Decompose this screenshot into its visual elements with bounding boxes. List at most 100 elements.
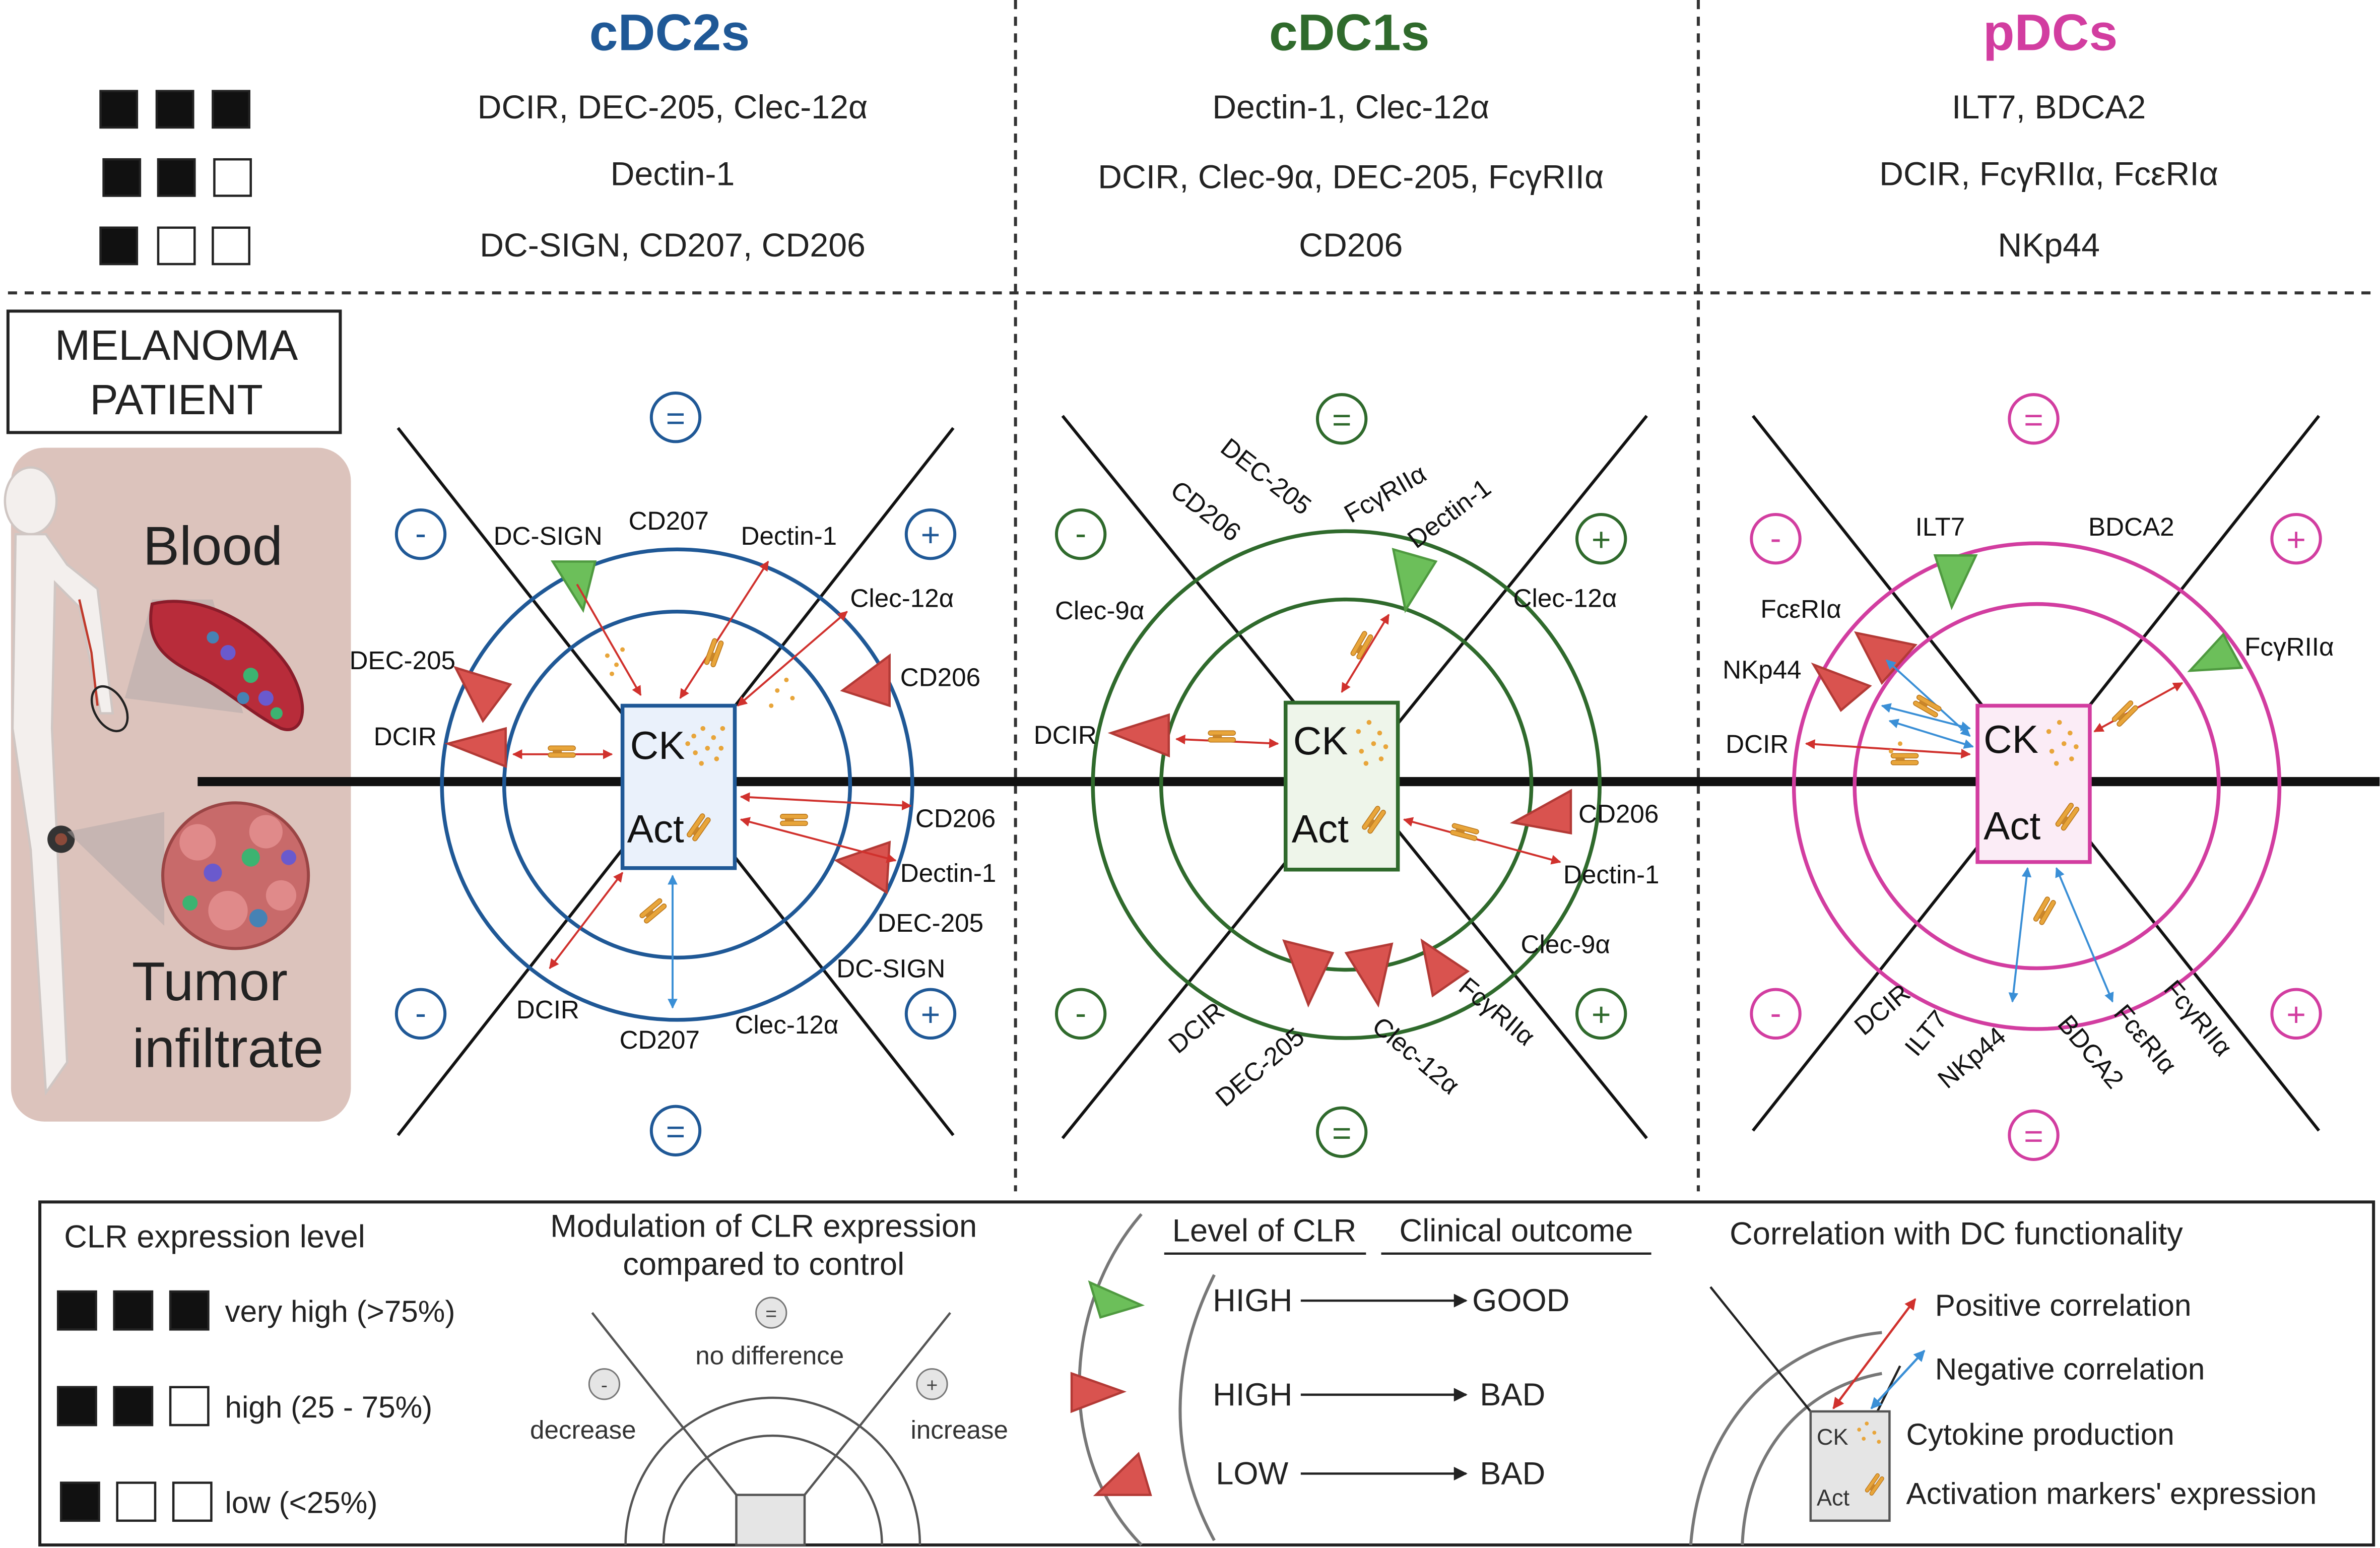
cdc2-minus-top: - (415, 515, 426, 552)
cdc1-high-list: DCIR, Clec-9α, DEC-205, FcγRIIα (1098, 158, 1604, 196)
cdc1-minus-top: - (1075, 515, 1086, 552)
legend-modulation-line1: Modulation of CLR expression (550, 1209, 977, 1244)
pdc-clinical-outcome-triangles (1811, 554, 2243, 712)
pdc-eq-bottom: = (2024, 1118, 2043, 1155)
cdc1-clec12a-right: Clec-12α (1513, 584, 1617, 613)
section-dividers (8, 0, 2372, 1192)
cdc1-quadrant-symbols (1054, 393, 1627, 1158)
cdc2-eq-top: = (666, 400, 686, 437)
cdc1-dec205-tumor: DEC-205 (1210, 1022, 1310, 1112)
legend-minus-symbol: - (601, 1375, 608, 1396)
human-body-icon (4, 466, 114, 1096)
legend-box (38, 1200, 2375, 1546)
pdc-plus-bottom: + (2286, 996, 2306, 1034)
tumor-icon (161, 801, 310, 950)
cdc1-cd206-right: CD206 (1578, 799, 1659, 828)
cdc1-fcgr-tumor: FcγRIIα (1453, 972, 1541, 1051)
pdc-low-list: NKp44 (1998, 227, 2100, 264)
pdc-quadrant-symbols (1750, 393, 2322, 1161)
cdc2-dectin1-tumor: Dectin-1 (900, 859, 997, 887)
cdc1-clec9a-left: Clec-9α (1055, 596, 1145, 625)
cdc2-minus-bottom: - (415, 995, 426, 1032)
legend-level-header: Level of CLR (1172, 1213, 1357, 1249)
legend-row2-outcome: BAD (1480, 1377, 1545, 1412)
legend-outcome-arrows (1300, 1294, 1468, 1480)
cdc2-dcir-tumor: DCIR (516, 995, 579, 1024)
pdc-nkp44-left: NKp44 (1723, 655, 1802, 684)
cdc1-cd206-top: CD206 (1165, 475, 1246, 547)
legend-decrease: decrease (530, 1415, 636, 1444)
cdc2-clec12a-top: Clec-12α (850, 584, 954, 613)
cdc1-inner-ring (1159, 597, 1534, 972)
pdc-outer-ring (1792, 541, 2282, 1031)
blood-sample-marker (90, 685, 129, 733)
cdc1-center-box (1283, 700, 1400, 872)
legend-increase: increase (910, 1415, 1008, 1444)
melanoma-patient-box (6, 309, 342, 434)
cdc2-high-list: Dectin-1 (611, 155, 735, 192)
blood-label: Blood (143, 515, 283, 576)
cdc1-clec12a-tumor: Clec-12α (1367, 1011, 1465, 1100)
legend-outcome-header: Clinical outcome (1400, 1213, 1633, 1249)
legend-no-difference: no difference (695, 1341, 844, 1370)
pdc-cytokine-dots (2046, 720, 2079, 766)
cdc2-low-list: DC-SIGN, CD207, CD206 (480, 227, 866, 264)
legend-row1-level: HIGH (1213, 1283, 1292, 1318)
cdc1-cytokine-dots (1356, 720, 1389, 766)
cdc1-ck-label: CK (1293, 719, 1348, 763)
pdc-correlation-arrows (1805, 659, 2184, 1003)
cdc2-dc-sign-tumor: DC-SIGN (836, 954, 945, 983)
cdc1-dcir-left: DCIR (1034, 721, 1097, 749)
cdc2-dec205-tumor: DEC-205 (878, 909, 984, 937)
pdc-plus-top: + (2286, 521, 2306, 558)
cdc2-eq-bottom: = (666, 1113, 686, 1150)
legend-outcome-triangles (1070, 1280, 1152, 1496)
legend-cytokine: Cytokine production (1906, 1417, 2174, 1451)
pdc-very-high-list: ILT7, BDCA2 (1952, 89, 2146, 126)
cdc2-clec12a-tumor: Clec-12α (735, 1010, 838, 1039)
cdc2-act-label: Act (627, 807, 684, 851)
cdc1-dectin1-tumor: Dectin-1 (1563, 860, 1660, 889)
cdc1-clec9a-tumor: Clec-9α (1521, 930, 1611, 958)
patient-title-line1: MELANOMA (55, 321, 298, 369)
pdc-bdca2-top: BDCA2 (2088, 512, 2174, 541)
legend-modulation-line2: compared to control (623, 1247, 904, 1282)
legend-plus-symbol: + (927, 1375, 938, 1396)
cdc2-cd206-right: CD206 (900, 663, 980, 691)
cdc2-dcir-left: DCIR (374, 722, 437, 751)
cdc1-low-list: CD206 (1299, 227, 1403, 264)
pdc-dcir-left: DCIR (1726, 730, 1789, 758)
pdc-minus-bottom: - (1770, 995, 1781, 1032)
cdc2-cd207-top: CD207 (629, 506, 709, 535)
pdc-eq-top: = (2024, 401, 2043, 438)
cdc2-very-high-list: DCIR, DEC-205, Clec-12α (478, 89, 868, 126)
cdc2-correlation-arrows (512, 560, 912, 1009)
legend-correlation-title: Correlation with DC functionality (1730, 1216, 2183, 1252)
pdc-fcgr-right: FcγRIIα (2244, 632, 2334, 661)
cdc2-center-box (620, 703, 737, 870)
legend-act: Act (1817, 1485, 1850, 1511)
cdc2-ck-label: CK (630, 723, 685, 767)
pdc-ck-label: CK (1984, 717, 2038, 761)
cdc2-dc-sign-top: DC-SIGN (494, 522, 603, 550)
legend-negative-arrow (1870, 1349, 1926, 1409)
expression-level-key-top (99, 90, 252, 266)
cdc1-outer-ring (1091, 529, 1602, 1040)
legend-row3-level: LOW (1216, 1456, 1288, 1492)
legend-low: low (<25%) (225, 1486, 378, 1520)
pdc-header: pDCs (1983, 3, 2118, 61)
patient-title-line2: PATIENT (90, 376, 263, 423)
cdc2-cd206-blood: CD206 (915, 804, 996, 832)
cdc2-cytokine-dots (685, 726, 725, 766)
cdc1-panel (1061, 415, 1648, 1139)
pdc-ilt7-tumor: ILT7 (1899, 1005, 1953, 1061)
legend-very-high: very high (>75%) (225, 1294, 455, 1328)
cdc1-fcgr-top: FcγRIIα (1339, 459, 1431, 528)
pdc-act-label: Act (1984, 804, 2040, 848)
cdc2-plus-bottom: + (921, 996, 941, 1034)
legend-row2-level: HIGH (1213, 1377, 1292, 1412)
pdc-high-list: DCIR, FcγRIIα, FcεRIα (1879, 155, 2218, 192)
legend-expression-squares (56, 1290, 213, 1522)
legend-ck: CK (1817, 1424, 1848, 1450)
